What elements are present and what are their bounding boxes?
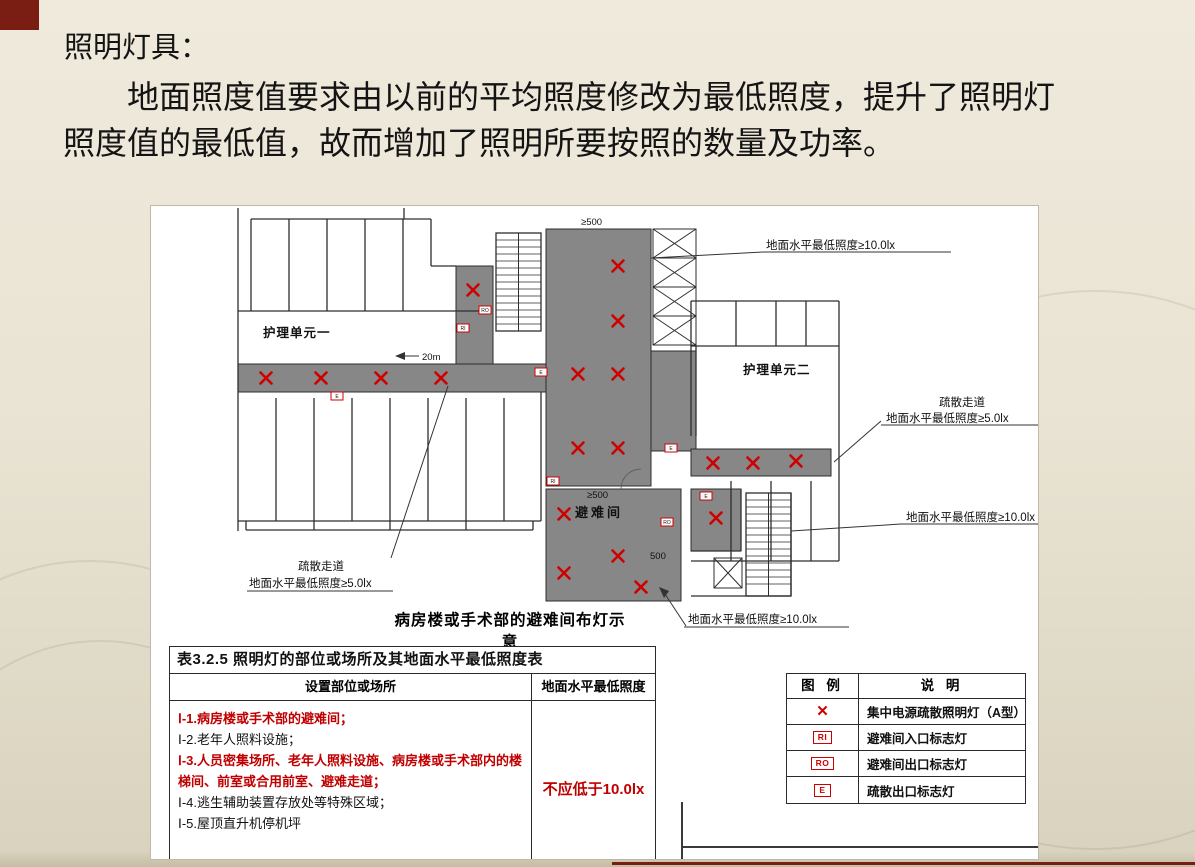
- escape-corridor-areas: [237, 228, 832, 602]
- emergency-light-marker: [611, 549, 625, 563]
- sign-light-icon: E: [787, 777, 859, 803]
- stair-right: [745, 492, 792, 597]
- label-nursing-unit-1: 护理单元一: [263, 325, 331, 340]
- door-arc: [620, 468, 642, 490]
- sign-light-box: RI: [546, 476, 560, 486]
- sign-lights-layer: E RI RO E RI E E RO: [330, 305, 713, 527]
- legend-desc: 疏散出口标志灯: [867, 784, 955, 799]
- legend-header-row: 图 例 说 明: [787, 674, 1025, 699]
- floor-plan-svg: 地面水平最低照度≥10.0lx 疏散走道 地面水平最低照度≥5.0lx 地面水平…: [237, 208, 1038, 628]
- legend-row: RO 避难间出口标志灯: [787, 751, 1025, 777]
- emergency-light-marker: [706, 456, 720, 470]
- annotation-left-corridor-1: 疏散走道: [298, 559, 344, 573]
- table-location-list: Ⅰ-1.病房楼或手术部的避难间； Ⅰ-2.老年人照料设施； Ⅰ-3.人员密集场所、老…: [170, 701, 532, 859]
- emergency-light-marker: [314, 371, 328, 385]
- sign-light-icon: RI: [787, 725, 859, 750]
- emergency-light-marker: [571, 441, 585, 455]
- leader-arrowheads: [395, 352, 669, 598]
- sign-light-icon: RO: [787, 751, 859, 776]
- legend-desc: 集中电源疏散照明灯（A型）: [867, 706, 1027, 720]
- label-refuge-room: 避难间: [575, 505, 623, 520]
- table-header-row: 设置部位或场所 地面水平最低照度: [170, 674, 655, 701]
- legend-rows: ✕ 集中电源疏散照明灯（A型） RI 避难间入口标志灯 RO 避难间出口标志灯 E 疏散出口标…: [787, 699, 1027, 803]
- table-title: 表3.2.5 照明灯的部位或场所及其地面水平最低照度表: [170, 647, 655, 674]
- dim-refuge-clearance: ≥500: [587, 490, 608, 501]
- dim-side-clearance: 500: [650, 551, 666, 562]
- annotation-bottom: 地面水平最低照度≥10.0lx: [688, 612, 817, 626]
- emergency-light-marker: [634, 580, 648, 594]
- sign-light-box: RO: [478, 305, 492, 315]
- emergency-light-icon: ✕: [787, 699, 859, 724]
- table-col-location: 设置部位或场所: [170, 674, 532, 700]
- legend-col-desc: 说 明: [920, 678, 964, 693]
- emergency-light-marker: [611, 259, 625, 273]
- legend-row: ✕ 集中电源疏散照明灯（A型）: [787, 699, 1027, 725]
- table-row: Ⅰ-1.病房楼或手术部的避难间；: [178, 711, 354, 726]
- svg-text:E: E: [539, 370, 543, 376]
- legend-desc: 避难间出口标志灯: [867, 758, 968, 772]
- emergency-light-marker: [466, 283, 480, 297]
- emergency-light-marker: [611, 367, 625, 381]
- sheet-frame-line: [681, 846, 1038, 848]
- table-value: 不应低于10.0lx: [542, 780, 645, 798]
- emergency-light-marker: [611, 441, 625, 455]
- emergency-light-marker: [557, 566, 571, 580]
- emergency-light-marker: [434, 371, 448, 385]
- svg-text:RO: RO: [481, 308, 489, 314]
- sign-light-box: RO: [660, 517, 674, 527]
- svg-text:RI: RI: [461, 326, 466, 332]
- emergency-light-marker: [557, 507, 571, 521]
- table-row: Ⅰ-5.屋顶直升机停机坪: [178, 816, 302, 832]
- emergency-light-marker: [746, 456, 760, 470]
- label-nursing-unit-2: 护理单元二: [743, 362, 811, 377]
- slide-title: 照明灯具：: [64, 32, 210, 64]
- svg-text:E: E: [335, 394, 339, 400]
- table-row: Ⅰ-4.逃生辅助装置存放处等特殊区域；: [178, 795, 393, 811]
- legend-row: RI 避难间入口标志灯: [787, 725, 1025, 751]
- sign-light-box: E: [534, 367, 548, 377]
- sign-light-box: E: [664, 443, 678, 453]
- sign-light-box: RI: [456, 323, 470, 333]
- table-col-illuminance: 地面水平最低照度: [541, 679, 646, 694]
- emergency-lights-layer: [259, 259, 803, 594]
- emergency-light-marker: [259, 371, 273, 385]
- figure-panel: 地面水平最低照度≥10.0lx 疏散走道 地面水平最低照度≥5.0lx 地面水平…: [150, 205, 1039, 860]
- legend-table: 图 例 说 明 ✕ 集中电源疏散照明灯（A型） RI 避难间入口标志灯 RO 避难间出口标…: [786, 673, 1026, 804]
- elevator-bank: [652, 228, 743, 589]
- emergency-light-marker: [789, 454, 803, 468]
- legend-col-symbol: 图 例: [787, 674, 859, 698]
- sign-light-box: E: [330, 391, 344, 401]
- dim-top-clearance: ≥500: [581, 217, 602, 228]
- emergency-light-marker: [374, 371, 388, 385]
- legend-row: E 疏散出口标志灯: [787, 777, 1025, 803]
- legend-desc: 避难间入口标志灯: [867, 732, 968, 746]
- stair-top: [495, 232, 542, 332]
- annotation-right-corridor-2: 地面水平最低照度≥5.0lx: [886, 411, 1009, 425]
- table-row: Ⅰ-2.老年人照料设施；: [178, 732, 302, 748]
- wall-lines: [237, 208, 840, 597]
- dim-corridor-length: 20m: [422, 352, 441, 363]
- emergency-light-marker: [611, 314, 625, 328]
- corner-accent-mark: [0, 0, 39, 30]
- svg-text:RI: RI: [551, 479, 556, 485]
- annotation-right-lower: 地面水平最低照度≥10.0lx: [906, 510, 1035, 524]
- annotation-right-corridor-1: 疏散走道: [939, 395, 985, 409]
- bottom-accent-line: [612, 862, 1195, 865]
- emergency-light-marker: [709, 511, 723, 525]
- annotation-left-corridor-2: 地面水平最低照度≥5.0lx: [249, 576, 372, 590]
- illuminance-table: 表3.2.5 照明灯的部位或场所及其地面水平最低照度表 设置部位或场所 地面水平…: [169, 646, 656, 859]
- annotation-top-right: 地面水平最低照度≥10.0lx: [766, 238, 895, 252]
- svg-text:E: E: [704, 494, 708, 500]
- slide-body-text: 地面照度值要求由以前的平均照度修改为最低照度，提升了照明灯照度值的最低值，故而增…: [63, 79, 1056, 162]
- emergency-light-marker: [571, 367, 585, 381]
- svg-text:E: E: [669, 446, 673, 452]
- leader-lines: [247, 251, 1038, 628]
- table-body: Ⅰ-1.病房楼或手术部的避难间； Ⅰ-2.老年人照料设施； Ⅰ-3.人员密集场所、老…: [170, 701, 655, 859]
- table-row: Ⅰ-3.人员密集场所、老年人照料设施、病房楼或手术部内的楼梯间、前室或合用前室、…: [178, 753, 523, 790]
- sheet-frame-line: [681, 802, 683, 859]
- sign-light-box: E: [699, 491, 713, 501]
- svg-text:RO: RO: [663, 520, 671, 526]
